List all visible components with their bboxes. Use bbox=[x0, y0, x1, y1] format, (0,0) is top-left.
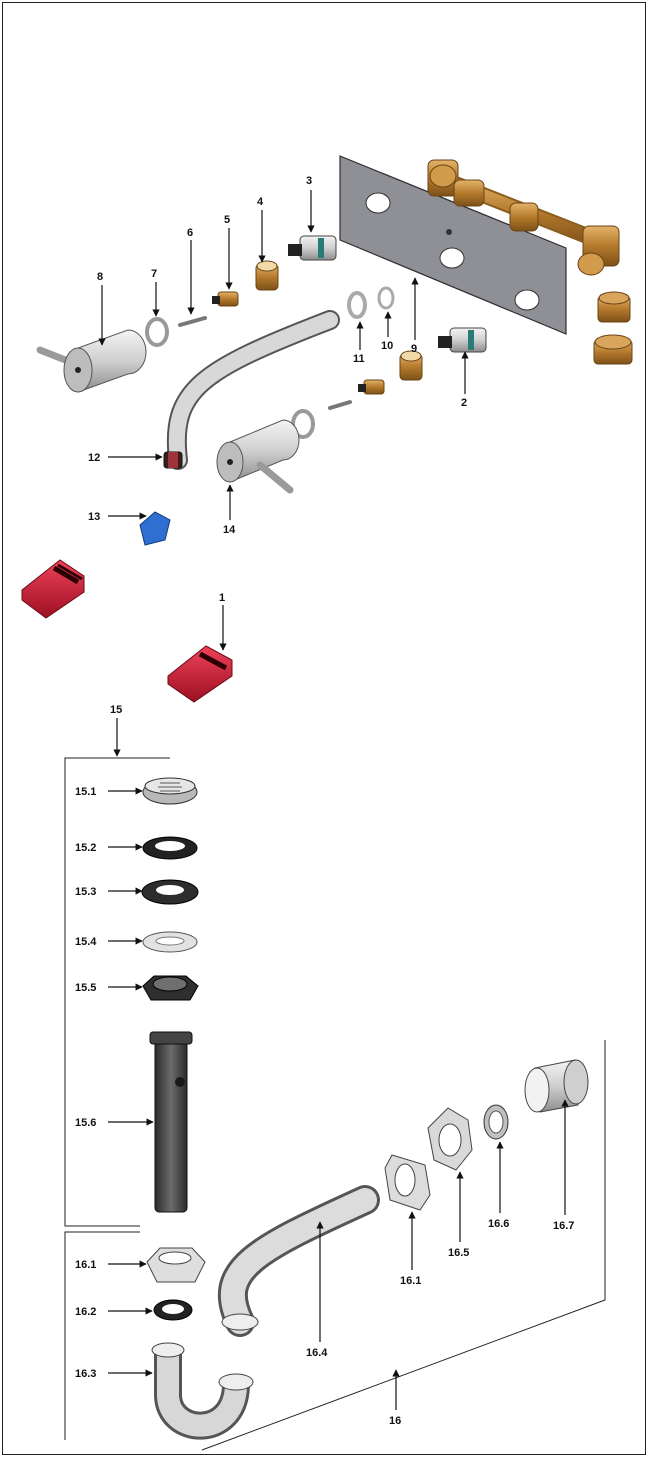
brass-body-part bbox=[427, 159, 620, 276]
pin-upper-part bbox=[178, 316, 207, 327]
label-16-5: 16.5 bbox=[448, 1247, 469, 1259]
label-16-7: 16.7 bbox=[553, 1220, 574, 1232]
label-6: 6 bbox=[187, 227, 193, 239]
aerator-key-part bbox=[139, 511, 171, 546]
bracket-16-right bbox=[201, 1040, 606, 1451]
seal-15-2-part bbox=[142, 836, 198, 860]
label-16-6: 16.6 bbox=[488, 1218, 509, 1230]
red-cap-left-part bbox=[21, 559, 85, 619]
label-11: 11 bbox=[353, 353, 365, 365]
handle-left-part bbox=[36, 329, 147, 393]
label-15-1: 15.1 bbox=[75, 786, 96, 798]
washer-16-6-part bbox=[483, 1104, 509, 1140]
tailpiece-15-6-part bbox=[149, 1031, 193, 1213]
label-14: 14 bbox=[223, 524, 236, 536]
label-3: 3 bbox=[306, 175, 312, 187]
label-16-1-left: 16.1 bbox=[75, 1259, 96, 1271]
washer-10-part bbox=[377, 286, 395, 310]
p-trap-16-3-part bbox=[151, 1342, 254, 1440]
cartridge-lower-part bbox=[438, 327, 487, 353]
spout-part bbox=[166, 310, 340, 470]
label-15-6: 15.6 bbox=[75, 1117, 96, 1129]
washer-11-part bbox=[347, 291, 367, 319]
seal-15-3-part bbox=[141, 879, 199, 905]
handle-right-part bbox=[216, 419, 300, 494]
label-8: 8 bbox=[97, 271, 103, 283]
pin-lower-part bbox=[328, 400, 352, 410]
label-1: 1 bbox=[219, 592, 225, 604]
grub-screw-lower-part bbox=[358, 379, 385, 395]
label-12: 12 bbox=[88, 452, 100, 464]
label-15-4: 15.4 bbox=[75, 936, 97, 948]
label-5: 5 bbox=[224, 214, 230, 226]
j-bend-16-4-part bbox=[217, 1185, 380, 1337]
brass-sleeve-upper-part bbox=[255, 260, 279, 291]
adapter-16-7-part bbox=[524, 1059, 589, 1113]
brass-nipple-part bbox=[597, 291, 631, 323]
brass-sleeve-lower-part bbox=[399, 350, 423, 381]
label-16-3: 16.3 bbox=[75, 1368, 96, 1380]
o-ring-upper-part bbox=[145, 317, 169, 347]
aerator-part bbox=[163, 451, 183, 469]
brass-nut-part bbox=[593, 334, 633, 365]
slip-nut-16-1-left-part bbox=[146, 1247, 206, 1283]
label-2: 2 bbox=[461, 397, 467, 409]
label-16-4: 16.4 bbox=[306, 1347, 328, 1359]
washer-16-2-part bbox=[153, 1299, 193, 1321]
slip-nut-16-1-right-part bbox=[384, 1154, 431, 1211]
label-16-1-right: 16.1 bbox=[400, 1275, 421, 1287]
label-9: 9 bbox=[411, 343, 417, 355]
bracket-16-left bbox=[64, 1231, 140, 1440]
bracket-15 bbox=[64, 757, 170, 1227]
label-15-5: 15.5 bbox=[75, 982, 96, 994]
washer-15-4-part bbox=[142, 931, 198, 953]
red-cap-right-part bbox=[167, 645, 233, 703]
locknut-15-5-part bbox=[142, 975, 199, 1001]
strainer-part bbox=[142, 777, 198, 805]
label-10: 10 bbox=[381, 340, 393, 352]
label-15-2: 15.2 bbox=[75, 842, 96, 854]
label-16: 16 bbox=[389, 1415, 401, 1427]
cartridge-upper-part bbox=[288, 235, 337, 261]
label-16-2: 16.2 bbox=[75, 1306, 96, 1318]
label-4: 4 bbox=[257, 196, 264, 208]
label-15: 15 bbox=[110, 704, 122, 716]
backplate-part bbox=[339, 155, 567, 335]
nut-16-5-part bbox=[427, 1107, 473, 1171]
label-7: 7 bbox=[151, 268, 157, 280]
label-13: 13 bbox=[88, 511, 100, 523]
grub-screw-upper-part bbox=[212, 291, 239, 307]
label-15-3: 15.3 bbox=[75, 886, 96, 898]
